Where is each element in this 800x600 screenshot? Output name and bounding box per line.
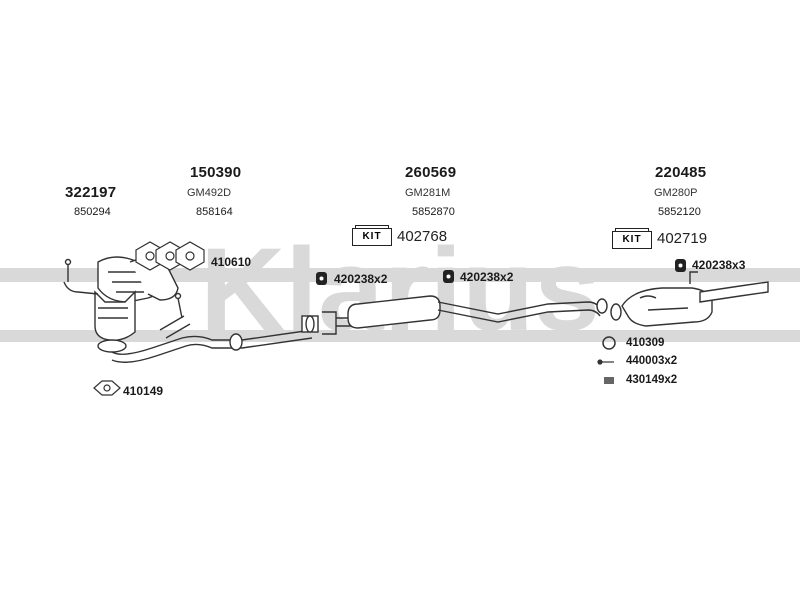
catalytic-converter-part-number: 322197: [65, 184, 117, 201]
nut-icon: [604, 377, 614, 384]
middle-kit-badge: KIT: [352, 225, 392, 246]
front-pipe-drawing: [111, 311, 337, 363]
middle-kit-number: 402768: [397, 228, 448, 245]
watermark-logo: Klarius: [0, 224, 800, 356]
rear-silencer-part-number: 220485: [655, 164, 707, 181]
rubber-mount-icon-1: [316, 272, 327, 285]
manifold-part-number: 150390: [190, 164, 242, 181]
front-gasket-icon: [93, 380, 121, 396]
gasket-ring-icon: [602, 336, 616, 350]
middle-silencer-code: GM281M: [405, 187, 451, 199]
ring-part-number: 410309: [626, 337, 665, 349]
middle-silencer-part-number: 260569: [405, 164, 457, 181]
mount-2-part-number: 420238x2: [460, 270, 514, 284]
manifold-code: GM492D: [187, 187, 232, 199]
watermark-text: Klarius: [200, 224, 600, 356]
rubber-mount-icon-3: [675, 259, 686, 272]
bolt-icon: [597, 359, 614, 365]
manifold-gaskets-drawing: [135, 241, 205, 271]
rear-kit-badge: KIT: [612, 228, 652, 249]
rear-kit-number: 402719: [657, 230, 708, 247]
manifold-gasket-part-number: 410610: [211, 255, 252, 269]
rear-silencer-code: GM280P: [654, 187, 698, 199]
rubber-mount-icon-2: [443, 270, 454, 283]
manifold-reference: 858164: [196, 206, 233, 218]
middle-silencer-drawing: [336, 295, 608, 329]
catalytic-converter-reference: 850294: [74, 206, 111, 218]
bolt-part-number: 440003x2: [626, 355, 678, 367]
rear-silencer-reference: 5852120: [658, 206, 701, 218]
nut-part-number: 430149x2: [626, 374, 678, 386]
front-gasket-part-number: 410149: [123, 384, 164, 398]
mount-3-part-number: 420238x3: [692, 258, 746, 272]
mount-1-part-number: 420238x2: [334, 272, 388, 286]
middle-silencer-reference: 5852870: [412, 206, 455, 218]
rear-silencer-drawing: [610, 271, 769, 327]
